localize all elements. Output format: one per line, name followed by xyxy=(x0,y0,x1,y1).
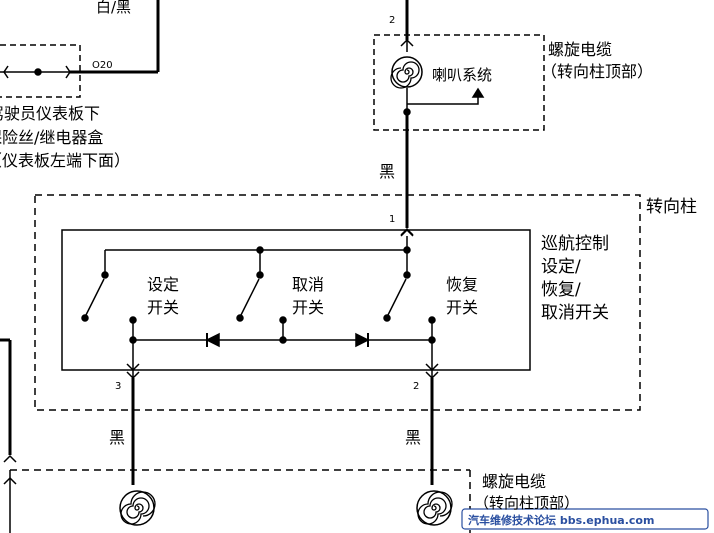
fuse-box-bracket-left xyxy=(3,65,9,79)
pin-switch-3: 3 xyxy=(115,381,121,392)
resume-switch-label-2: 开关 xyxy=(446,298,478,317)
diode-right xyxy=(355,332,370,348)
cancel-switch xyxy=(236,250,264,322)
set-switch xyxy=(81,250,109,322)
set-switch-label-2: 开关 xyxy=(147,298,179,317)
wire-color-white-black: 白/黑 xyxy=(96,0,131,16)
connector-2-chevron xyxy=(425,363,439,372)
spiral-top-label-1: 螺旋电缆 xyxy=(548,40,612,59)
cancel-switch-label-2: 开关 xyxy=(292,298,324,317)
cancel-switch-label-1: 取消 xyxy=(292,275,324,294)
horn-system-label: 喇叭系统 xyxy=(432,66,492,84)
set-switch-label-1: 设定 xyxy=(147,275,179,294)
connector-code-o20: O20 xyxy=(92,60,113,71)
arrow-up-icon xyxy=(471,87,485,98)
connector-1-chevron-2 xyxy=(400,228,414,237)
pin-switch-2: 2 xyxy=(413,381,419,392)
resume-switch-label-1: 恢复 xyxy=(446,275,478,294)
fuse-box-label-1: 驾驶员仪表板下 xyxy=(0,104,100,123)
spiral-top-outline xyxy=(373,34,545,131)
steering-column-outline xyxy=(34,194,641,411)
connector-far-left-chevron xyxy=(3,454,17,463)
watermark-frame xyxy=(461,508,709,530)
wire-to-horn xyxy=(407,92,479,105)
watermark-text: 汽车维修技术论坛 bbs.ephua.com xyxy=(468,513,654,527)
text-labels: 白/黑 O20 驾驶员仪表板下 保险丝/继电器盒 （仪表板左端下面） 2 螺旋电… xyxy=(0,0,697,527)
cruise-label-3: 恢复/ xyxy=(541,280,581,300)
wire-color-black-right: 黑 xyxy=(405,428,421,447)
spiral-bottom-right-icon xyxy=(416,490,453,526)
cruise-label-2: 设定/ xyxy=(541,257,581,277)
fuse-relay-box xyxy=(0,0,160,98)
cruise-label-4: 取消开关 xyxy=(541,303,609,323)
cruise-switch-outline xyxy=(61,229,531,371)
steering-column-label: 转向柱 xyxy=(646,197,697,217)
connector-3-chevron xyxy=(126,363,140,372)
pin-switch-1: 1 xyxy=(389,214,395,225)
fuse-box-junction xyxy=(34,68,42,76)
wire-color-black-left: 黑 xyxy=(109,428,125,447)
spiral-cable-top xyxy=(373,0,545,228)
fuse-box-label-3: （仪表板左端下面） xyxy=(0,151,130,170)
cruise-switch-assembly xyxy=(61,227,531,380)
spiral-bottom-label-2: （转向柱顶部） xyxy=(474,494,579,512)
cruise-label-1: 巡航控制 xyxy=(541,234,609,254)
spiral-bottom-left-icon xyxy=(119,490,156,526)
spiral-top-label-2: （转向柱顶部） xyxy=(541,62,653,81)
spiral-icon xyxy=(390,56,423,89)
fuse-box-label-2: 保险丝/继电器盒 xyxy=(0,128,103,147)
spiral-bottom-label-1: 螺旋电缆 xyxy=(482,472,546,491)
pin-top-2: 2 xyxy=(389,15,395,26)
wire-color-black-horn: 黑 xyxy=(379,162,395,181)
diode-left xyxy=(205,332,220,348)
resume-switch xyxy=(383,250,411,322)
